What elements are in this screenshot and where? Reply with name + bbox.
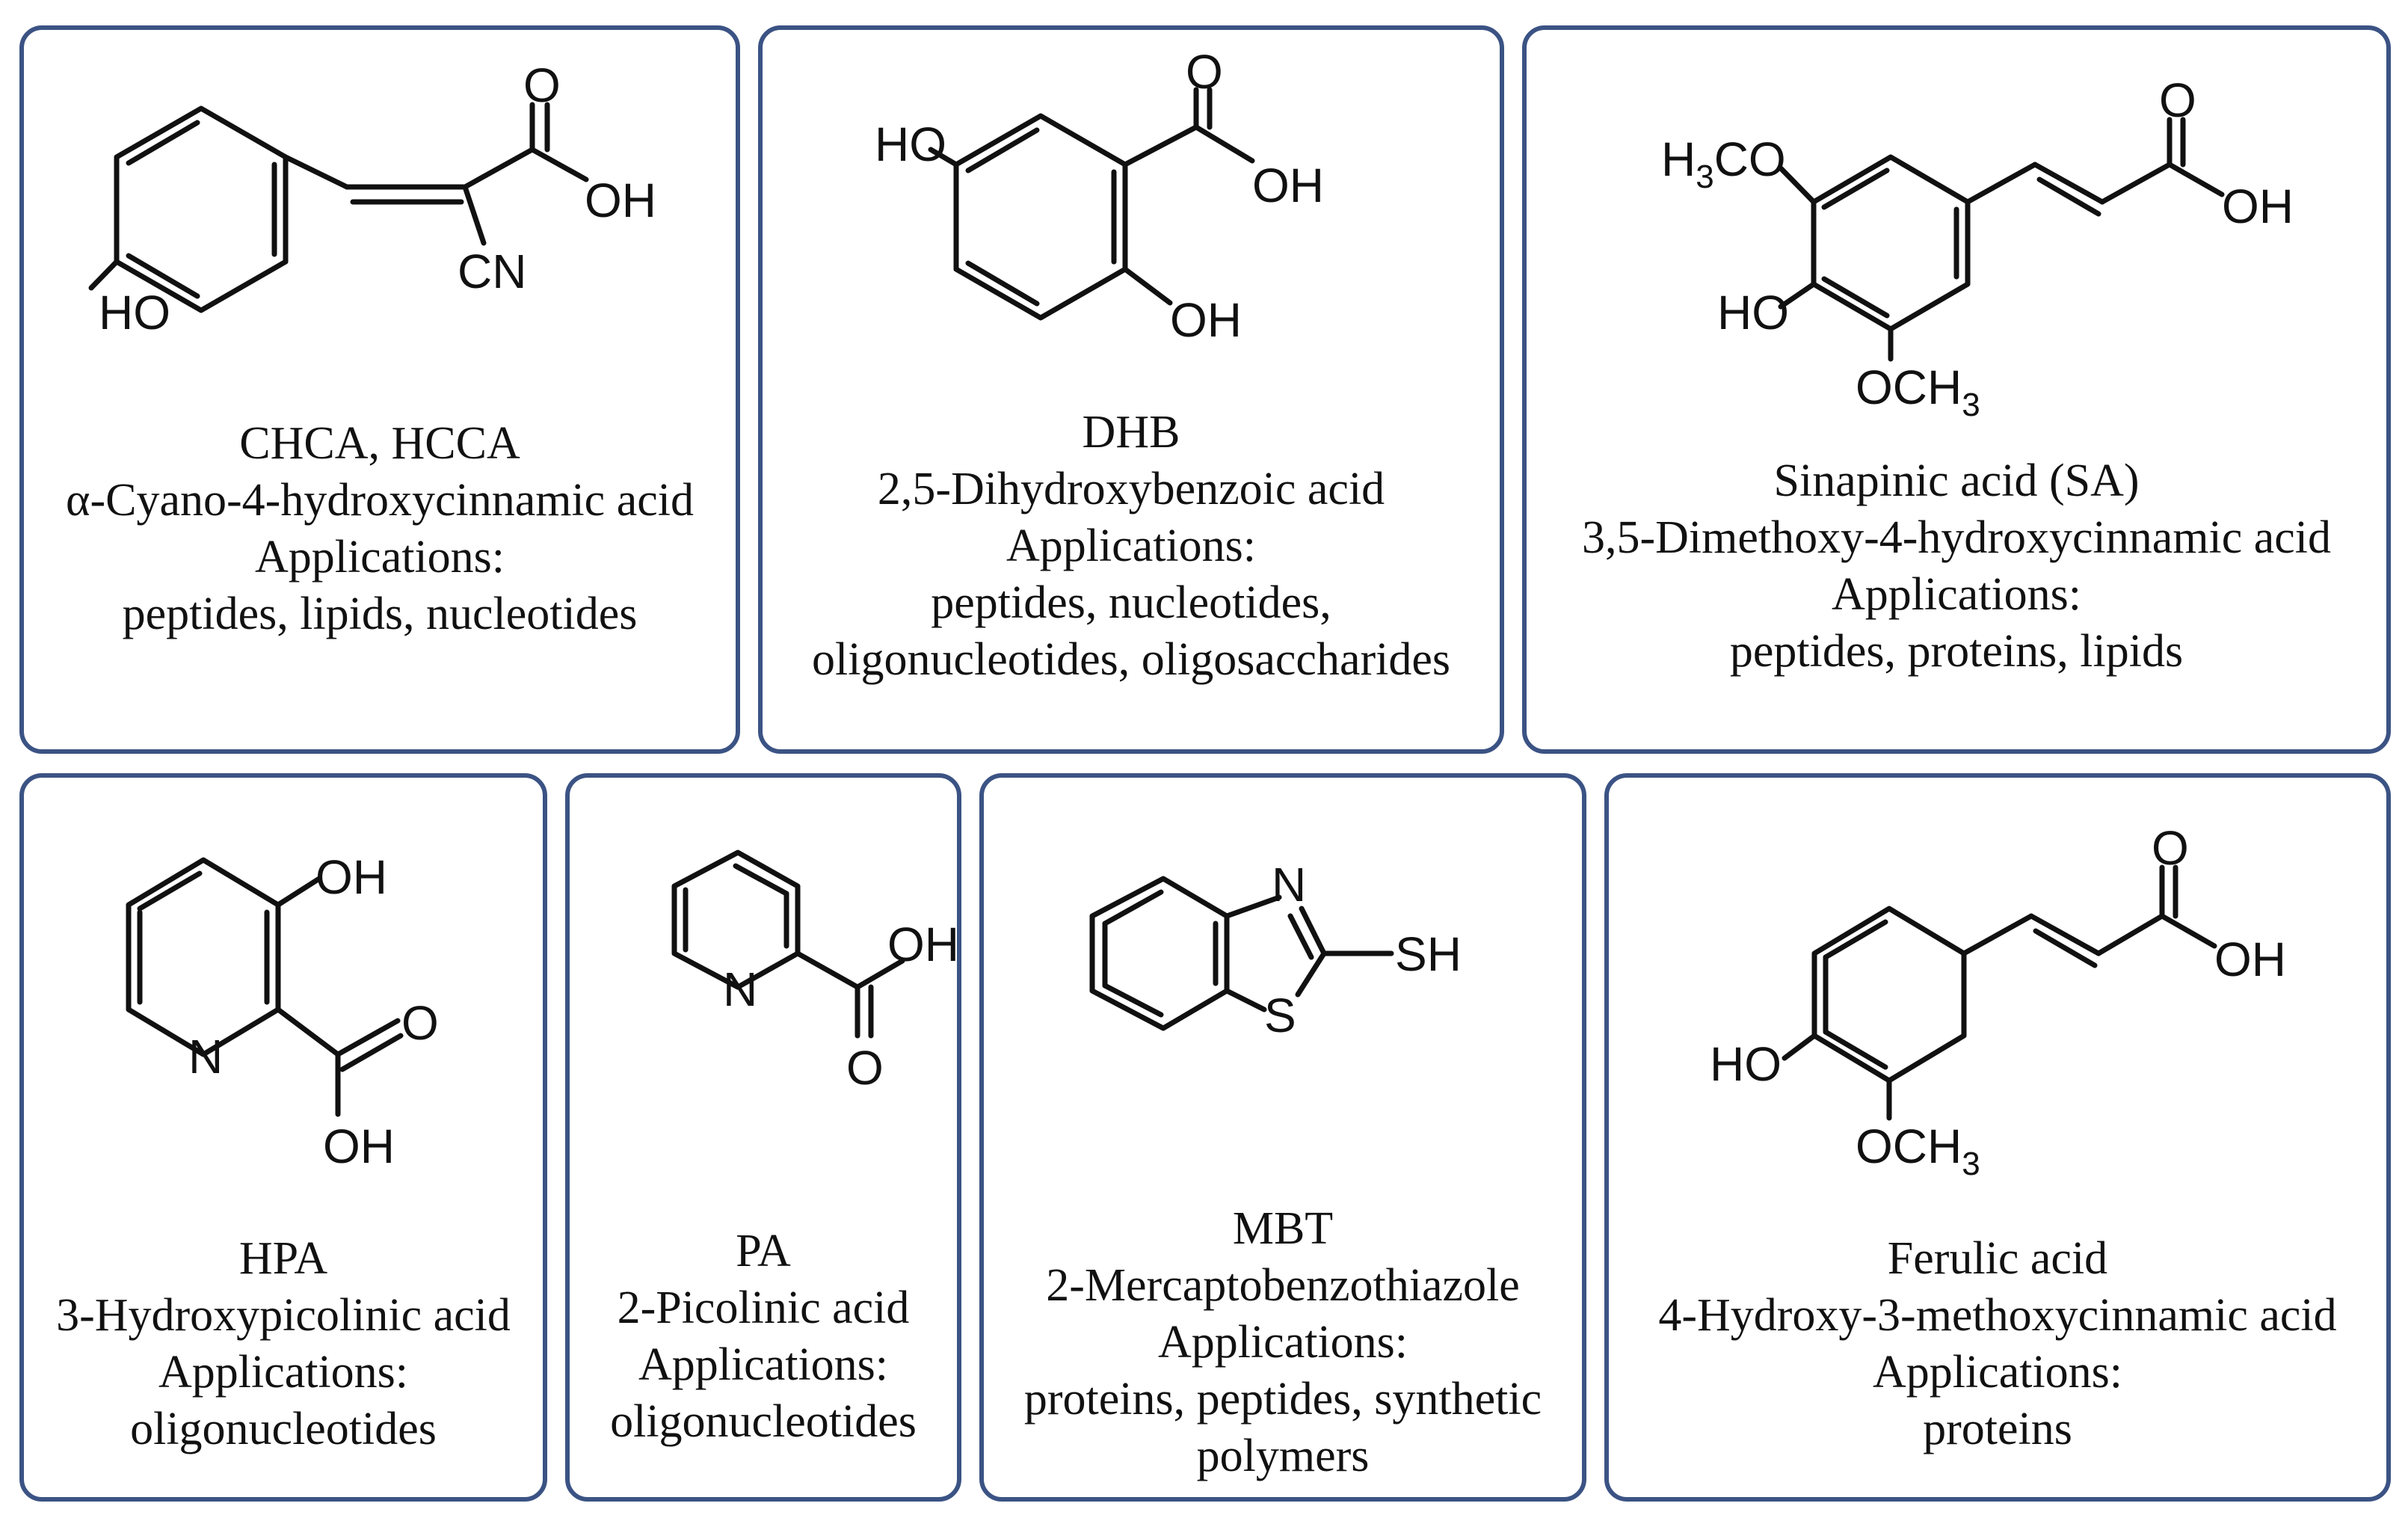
dhb-ho-label: HO xyxy=(875,117,946,171)
dhb-oh-ring-label: OH xyxy=(1170,293,1242,347)
dhb-oh-acid-label: OH xyxy=(1252,159,1324,212)
sinapinic-structure: O OH H3CO HO OCH3 xyxy=(1661,73,2294,423)
hpa-structure: OH N O OH xyxy=(126,850,439,1173)
card-hpa: OH N O OH HPA 3-Hydroxypicolinic acid Ap… xyxy=(19,773,547,1502)
pa-applications-line: oligonucleotides xyxy=(610,1396,917,1447)
sa-h3co-co: CO xyxy=(1714,132,1786,186)
sa-h3co-subscript: 3 xyxy=(1696,159,1713,195)
mbt-full-name: 2-Mercaptobenzothiazole xyxy=(1046,1260,1520,1311)
card-pa: N OH O PA 2-Picolinic acid Applications:… xyxy=(565,773,961,1502)
chca-applications-line: peptides, lipids, nucleotides xyxy=(122,589,638,639)
pa-caption: PA 2-Picolinic acid Applications: oligon… xyxy=(570,1223,957,1450)
hpa-oh-ring-label: OH xyxy=(315,850,387,904)
dhb-applications-line-2: oligonucleotides, oligosaccharides xyxy=(812,634,1450,685)
mbt-n-label: N xyxy=(1272,858,1306,912)
mbt-sh-label: SH xyxy=(1395,927,1462,981)
hpa-n-label: N xyxy=(188,1030,223,1084)
chca-o-label: O xyxy=(523,58,561,112)
hpa-caption: HPA 3-Hydroxypicolinic acid Applications… xyxy=(24,1230,543,1457)
chca-full-name: α-Cyano-4-hydroxycinnamic acid xyxy=(66,475,694,526)
dhb-applications-line-1: peptides, nucleotides, xyxy=(931,577,1331,628)
ferulic-full-name: 4-Hydroxy-3-methoxycinnamic acid xyxy=(1658,1290,2337,1341)
sa-och3-och: OCH xyxy=(1856,360,1962,414)
chca-applications-label: Applications: xyxy=(254,532,505,583)
ferulic-oh-label: OH xyxy=(2214,932,2286,986)
sa-o-label: O xyxy=(2159,73,2196,127)
dhb-structure: HO O OH OH xyxy=(875,45,1324,347)
sa-full-name: 3,5-Dimethoxy-4-hydroxycinnamic acid xyxy=(1581,512,2332,563)
hpa-full-name: 3-Hydroxypicolinic acid xyxy=(56,1290,511,1341)
hpa-applications-label: Applications: xyxy=(158,1347,409,1398)
hpa-oh-acid-label: OH xyxy=(323,1119,395,1173)
mbt-name: MBT xyxy=(1232,1203,1334,1254)
ferulic-applications-label: Applications: xyxy=(1872,1347,2123,1398)
sa-och3-label: OCH3 xyxy=(1856,360,1980,423)
card-dhb: HO O OH OH DHB 2,5-Dihydroxybenzoic acid… xyxy=(758,25,1504,754)
sa-h3co-label: H3CO xyxy=(1661,132,1786,195)
sa-och3-subscript: 3 xyxy=(1962,387,1980,423)
chca-ho-label: HO xyxy=(99,286,170,339)
sa-oh-label: OH xyxy=(2222,179,2294,233)
pa-oh-label: OH xyxy=(887,918,957,971)
sa-applications-label: Applications: xyxy=(1831,569,2082,620)
pa-o-label: O xyxy=(846,1041,884,1095)
mbt-caption: MBT 2-Mercaptobenzothiazole Applications… xyxy=(984,1200,1582,1484)
ferulic-och3-och: OCH xyxy=(1856,1119,1962,1173)
dhb-applications-label: Applications: xyxy=(1006,520,1257,571)
sa-name: Sinapinic acid (SA) xyxy=(1773,455,2140,506)
card-mbt: N S SH MBT 2-Mercaptobenzothiazole Appli… xyxy=(979,773,1586,1502)
ferulic-o-label: O xyxy=(2152,821,2189,875)
mbt-applications-label: Applications: xyxy=(1157,1317,1408,1368)
pa-applications-label: Applications: xyxy=(638,1339,889,1390)
pa-name: PA xyxy=(736,1226,791,1276)
ferulic-ho-label: HO xyxy=(1710,1037,1782,1091)
sa-ho-label: HO xyxy=(1717,286,1789,339)
hpa-o-label: O xyxy=(401,996,439,1050)
hpa-applications-line: oligonucleotides xyxy=(130,1404,437,1454)
chca-name: CHCA, HCCA xyxy=(239,418,520,469)
chca-cn-label: CN xyxy=(458,245,526,298)
pa-full-name: 2-Picolinic acid xyxy=(617,1282,910,1333)
mbt-applications-line-2: polymers xyxy=(1196,1431,1370,1481)
hpa-name: HPA xyxy=(238,1233,328,1284)
dhb-name: DHB xyxy=(1082,407,1180,458)
sa-h3co-h: H xyxy=(1661,132,1696,186)
chca-caption: CHCA, HCCA α-Cyano-4-hydroxycinnamic aci… xyxy=(24,415,736,642)
card-ferulic-acid: O OH HO OCH3 Ferulic acid 4-Hydroxy-3-me… xyxy=(1604,773,2391,1502)
sa-caption: Sinapinic acid (SA) 3,5-Dimethoxy-4-hydr… xyxy=(1527,452,2386,680)
mbt-applications-line-1: proteins, peptides, synthetic xyxy=(1023,1374,1542,1425)
chca-structure: O OH CN HO xyxy=(88,58,656,339)
ferulic-name: Ferulic acid xyxy=(1887,1233,2108,1284)
sa-applications-line: peptides, proteins, lipids xyxy=(1729,626,2184,677)
ferulic-och3-label: OCH3 xyxy=(1856,1119,1980,1182)
dhb-caption: DHB 2,5-Dihydroxybenzoic acid Applicatio… xyxy=(763,404,1500,688)
pa-n-label: N xyxy=(723,962,757,1016)
card-sinapinic-acid: O OH H3CO HO OCH3 Sinapinic acid (SA) 3,… xyxy=(1522,25,2391,754)
mbt-s-label: S xyxy=(1264,989,1296,1042)
ferulic-och3-subscript: 3 xyxy=(1962,1146,1980,1182)
chca-oh-label: OH xyxy=(585,173,656,227)
dhb-full-name: 2,5-Dihydroxybenzoic acid xyxy=(877,464,1385,514)
ferulic-caption: Ferulic acid 4-Hydroxy-3-methoxycinnamic… xyxy=(1609,1230,2386,1457)
dhb-o-label: O xyxy=(1186,45,1223,99)
card-chca: O OH CN HO CHCA, HCCA α-Cyano-4-hydroxyc… xyxy=(19,25,740,754)
ferulic-applications-line: proteins xyxy=(1923,1404,2072,1454)
mbt-structure: N S SH xyxy=(1089,858,1462,1042)
pa-structure: N OH O xyxy=(671,849,957,1095)
ferulic-structure: O OH HO OCH3 xyxy=(1710,821,2286,1182)
